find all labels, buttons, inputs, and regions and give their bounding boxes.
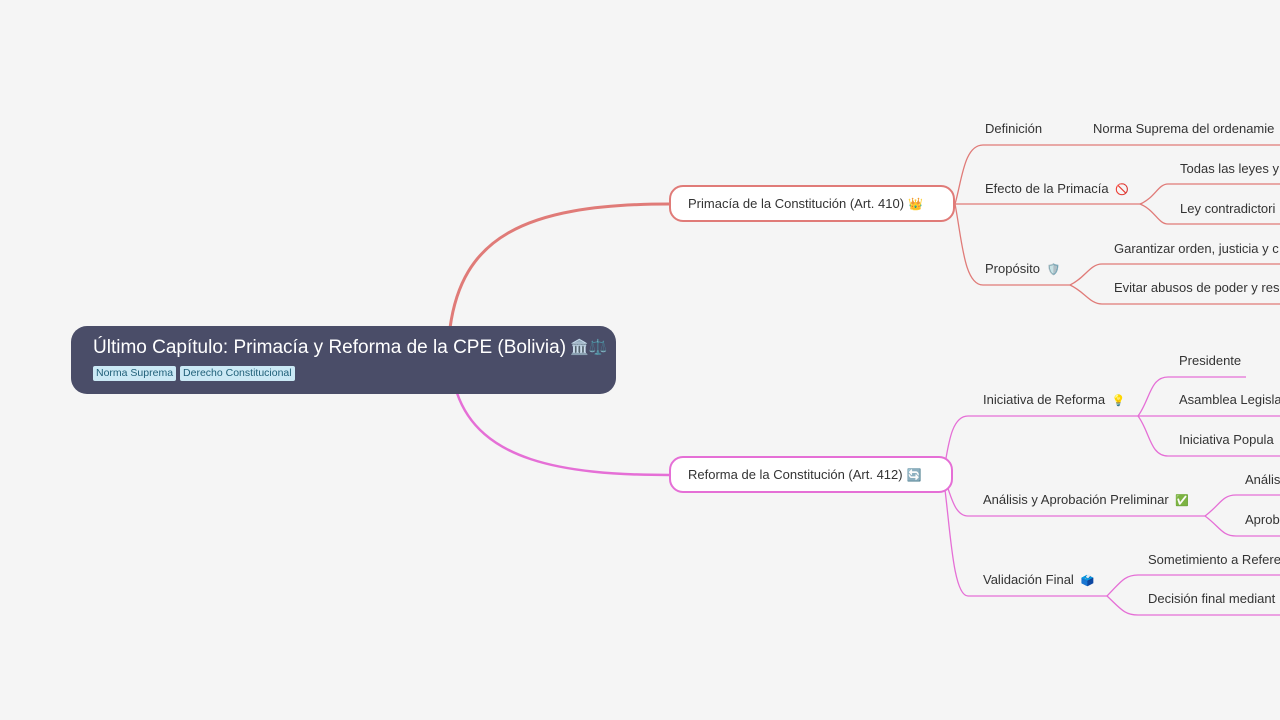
leaf-garantizar-orden[interactable]: Garantizar orden, justicia y c — [1114, 241, 1279, 257]
leaf-aprobacion[interactable]: Aprob — [1245, 512, 1280, 528]
root-tags: Norma Suprema Derecho Constitucional — [93, 366, 594, 381]
leaf-iniciativa-popular-label: Iniciativa Popula — [1179, 432, 1274, 447]
tag-norma-suprema: Norma Suprema — [93, 366, 177, 381]
branch-reforma-node[interactable]: Reforma de la Constitución (Art. 412) 🔄 — [669, 456, 953, 493]
lightbulb-icon: 💡 — [1111, 395, 1126, 407]
branch-reforma-label: Reforma de la Constitución (Art. 412) — [688, 467, 903, 482]
branch-primacia-node[interactable]: Primacía de la Constitución (Art. 410) 👑 — [669, 185, 955, 222]
node-iniciativa-reforma[interactable]: Iniciativa de Reforma 💡 — [983, 392, 1125, 409]
leaf-presidente[interactable]: Presidente — [1179, 353, 1241, 369]
root-title: Último Capítulo: Primacía y Reforma de l… — [93, 337, 567, 358]
cycle-arrows-icon: 🔄 — [906, 467, 922, 482]
tag-derecho-constitucional: Derecho Constitucional — [180, 366, 295, 381]
leaf-asamblea-legislativa[interactable]: Asamblea Legisla — [1179, 392, 1280, 408]
leaf-analisis[interactable]: Análisi — [1245, 472, 1280, 488]
node-definicion-label: Definición — [985, 121, 1043, 136]
node-validacion-final-label: Validación Final — [983, 572, 1074, 587]
leaf-evitar-abusos[interactable]: Evitar abusos de poder y res — [1114, 280, 1279, 296]
leaf-garantizar-orden-label: Garantizar orden, justicia y c — [1114, 241, 1279, 256]
institution-scale-icon: 🏛️⚖️ — [570, 339, 608, 356]
node-definicion[interactable]: Definición — [985, 121, 1042, 137]
leaf-sometimiento-referendo-label: Sometimiento a Refere — [1148, 552, 1280, 567]
leaf-decision-final-label: Decisión final mediant — [1148, 591, 1276, 606]
leaf-decision-final[interactable]: Decisión final mediant — [1148, 591, 1275, 607]
check-mark-icon: ✅ — [1175, 495, 1190, 507]
leaf-asamblea-legislativa-label: Asamblea Legisla — [1179, 392, 1280, 407]
node-analisis-aprobacion[interactable]: Análisis y Aprobación Preliminar ✅ — [983, 492, 1189, 509]
branch-primacia-label: Primacía de la Constitución (Art. 410) — [688, 196, 905, 211]
crown-icon: 👑 — [908, 196, 923, 211]
node-analisis-aprobacion-label: Análisis y Aprobación Preliminar — [983, 492, 1169, 507]
leaf-sometimiento-referendo[interactable]: Sometimiento a Refere — [1148, 552, 1280, 568]
leaf-todas-leyes-label: Todas las leyes y — [1180, 161, 1279, 176]
root-node[interactable]: Último Capítulo: Primacía y Reforma de l… — [71, 326, 616, 394]
leaf-evitar-abusos-label: Evitar abusos de poder y res — [1114, 280, 1280, 295]
leaf-aprobacion-label: Aprob — [1245, 512, 1280, 527]
leaf-norma-suprema[interactable]: Norma Suprema del ordenamie — [1093, 121, 1274, 137]
node-proposito-label: Propósito — [985, 261, 1040, 276]
leaf-todas-leyes[interactable]: Todas las leyes y — [1180, 161, 1279, 177]
leaf-presidente-label: Presidente — [1179, 353, 1242, 368]
leaf-iniciativa-popular[interactable]: Iniciativa Popula — [1179, 432, 1274, 448]
ballot-box-icon: 🗳️ — [1080, 575, 1095, 587]
node-proposito[interactable]: Propósito 🛡️ — [985, 261, 1060, 278]
node-validacion-final[interactable]: Validación Final 🗳️ — [983, 572, 1094, 589]
leaf-analisis-label: Análisi — [1245, 472, 1280, 487]
node-efecto-primacia-label: Efecto de la Primacía — [985, 181, 1109, 196]
shield-icon: 🛡️ — [1046, 264, 1061, 276]
leaf-ley-contradictoria[interactable]: Ley contradictori — [1180, 201, 1275, 217]
root-title-row: Último Capítulo: Primacía y Reforma de l… — [93, 336, 607, 360]
node-efecto-primacia[interactable]: Efecto de la Primacía 🚫 — [985, 181, 1129, 198]
leaf-norma-suprema-label: Norma Suprema del ordenamie — [1093, 121, 1275, 136]
prohibited-icon: 🚫 — [1115, 184, 1129, 196]
node-iniciativa-reforma-label: Iniciativa de Reforma — [983, 392, 1106, 407]
leaf-ley-contradictoria-label: Ley contradictori — [1180, 201, 1276, 216]
